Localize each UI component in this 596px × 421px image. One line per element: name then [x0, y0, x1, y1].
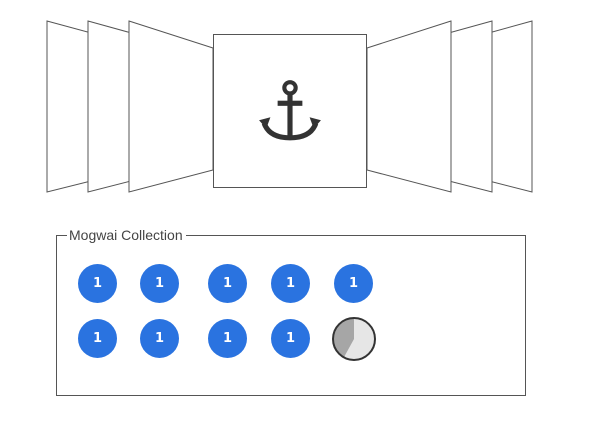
collection-item-badge[interactable]: 1: [140, 264, 179, 303]
item-count: 1: [222, 331, 233, 346]
collection-title: Mogwai Collection: [67, 227, 186, 243]
mogwai-collection-panel: Mogwai Collection 1 1 1 1 1 1 1 1 1: [56, 227, 526, 396]
item-count: 1: [222, 276, 233, 291]
collection-item-badge[interactable]: 1: [208, 264, 247, 303]
card-carousel[interactable]: [0, 0, 596, 210]
item-count: 1: [348, 276, 359, 291]
item-count: 1: [92, 331, 103, 346]
item-count: 1: [154, 331, 165, 346]
carousel-card-left-2[interactable]: [87, 20, 136, 193]
carousel-side-cards: [46, 20, 533, 193]
item-count: 1: [92, 276, 103, 291]
carousel-card-left-1[interactable]: [128, 20, 214, 193]
timer-outline: [332, 317, 376, 361]
item-count: 1: [285, 331, 296, 346]
collection-item-badge[interactable]: 1: [334, 264, 373, 303]
carousel-card-right-1[interactable]: [366, 20, 452, 193]
item-count: 1: [285, 276, 296, 291]
carousel-card-right-2[interactable]: [444, 20, 493, 193]
pie-timer-icon: [332, 317, 376, 361]
timer-filled-wedge: [333, 318, 354, 358]
anchor-icon: [259, 80, 321, 141]
collection-item-badge[interactable]: 1: [271, 264, 310, 303]
carousel-card-current[interactable]: [213, 34, 367, 188]
collection-item-badge[interactable]: 1: [271, 319, 310, 358]
collection-item-badge[interactable]: 1: [78, 319, 117, 358]
collection-item-badge[interactable]: 1: [208, 319, 247, 358]
collection-item-badge[interactable]: 1: [78, 264, 117, 303]
collection-item-badge[interactable]: 1: [140, 319, 179, 358]
item-count: 1: [154, 276, 165, 291]
